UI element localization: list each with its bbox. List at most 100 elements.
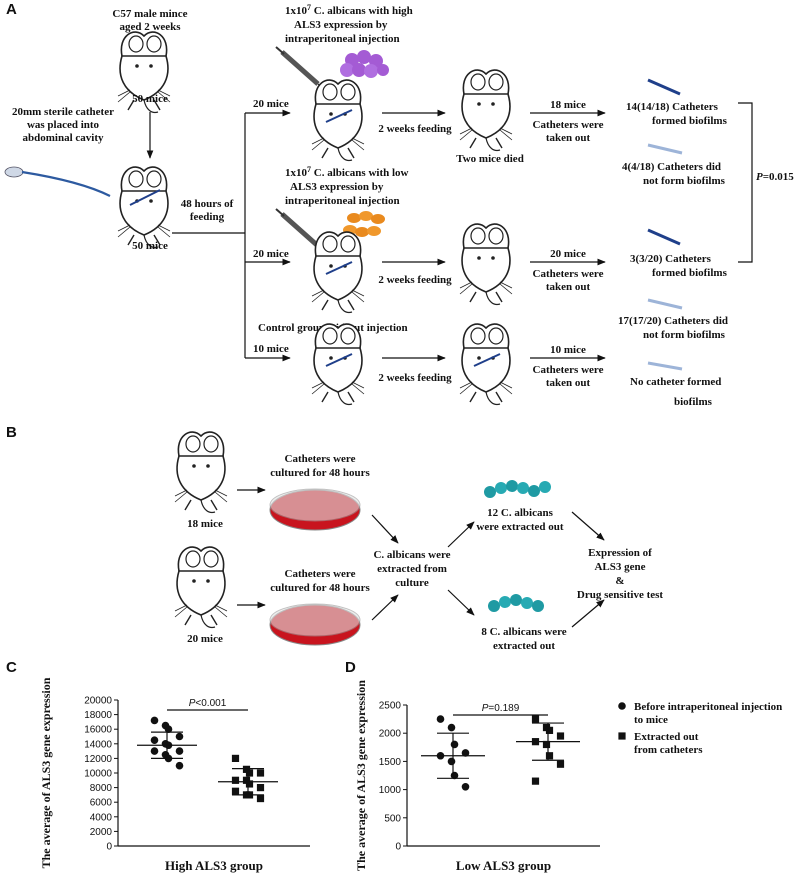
low-inject-line2: ALS3 expression by xyxy=(290,181,384,193)
y-tick-label: 1000 xyxy=(379,785,402,796)
two-weeks-high: 2 weeks feeding xyxy=(378,123,452,135)
data-point-circle xyxy=(175,732,184,741)
n50-bottom: 50 mice xyxy=(132,240,168,252)
cultured-bottom-line1: Catheters were xyxy=(285,568,356,580)
catheter-line xyxy=(325,353,353,367)
petri-dish-icon xyxy=(269,488,361,531)
extracted-culture-line1: C. albicans were xyxy=(373,549,450,561)
high-als3-cells-icon xyxy=(340,50,389,78)
c-albicans-cells-icon xyxy=(488,594,544,612)
mice-origin-line2: aged 2 weeks xyxy=(119,21,181,33)
data-point-square xyxy=(256,769,265,777)
b-n18: 18 mice xyxy=(187,518,223,530)
res-ctrl-line1: No catheter formed xyxy=(630,376,721,388)
data-point-square xyxy=(531,715,540,723)
expression-line4: Drug sensitive test xyxy=(577,589,663,601)
n20-high: 20 mice xyxy=(253,98,289,110)
mouse-icon xyxy=(117,166,171,249)
taken-out-high-line1: Catheters were xyxy=(533,119,604,131)
expression-line1: Expression of xyxy=(588,547,652,559)
data-point-circle xyxy=(150,736,159,744)
arrow xyxy=(371,594,399,621)
biofilm-catheter xyxy=(647,228,681,246)
petri-dish-icon xyxy=(269,603,361,646)
expression-line2: ALS3 gene xyxy=(594,561,645,573)
high-inject-line3: intraperitoneal injection xyxy=(285,33,400,45)
data-point-circle xyxy=(461,749,470,757)
clean-catheter xyxy=(647,143,683,155)
legend-marker-circle xyxy=(618,702,626,710)
p-bracket xyxy=(738,102,753,263)
chart-c: 0200040006000800010000120001400016000180… xyxy=(39,677,310,873)
extracted-culture-line3: culture xyxy=(395,577,429,589)
feeding48-line1: 48 hours of xyxy=(181,198,234,210)
data-point-square xyxy=(556,732,565,740)
c12-line2: were extracted out xyxy=(476,521,563,533)
data-point-square xyxy=(531,777,540,785)
y-tick-label: 10000 xyxy=(84,769,112,780)
panel-c-label: C xyxy=(6,659,17,676)
mouse-icon xyxy=(459,323,513,406)
arrow xyxy=(447,521,475,548)
n20-out: 20 mice xyxy=(550,248,586,260)
arrow xyxy=(447,589,475,616)
data-point-square xyxy=(545,726,554,734)
data-point-square xyxy=(231,754,240,762)
high-inject-line2: ALS3 expression by xyxy=(294,19,388,31)
y-tick-label: 2000 xyxy=(90,827,113,838)
catheter-line xyxy=(325,261,353,275)
c12-line1: 12 C. albicans xyxy=(487,507,553,519)
taken-out-control-line2: taken out xyxy=(546,377,591,389)
extracted-culture-line2: extracted from xyxy=(377,563,447,575)
y-tick-label: 0 xyxy=(395,842,401,853)
y-tick-label: 1500 xyxy=(379,757,402,768)
catheter-text-line2: was placed into xyxy=(27,119,100,131)
res-low-no-line1: 17(17/20) Catheters did xyxy=(618,315,728,327)
catheter-line xyxy=(325,109,353,123)
y-tick-label: 20000 xyxy=(84,696,112,707)
data-point-square xyxy=(245,780,254,788)
low-als3-cells-icon xyxy=(343,211,385,237)
two-weeks-low: 2 weeks feeding xyxy=(378,274,452,286)
taken-out-low-line2: taken out xyxy=(546,281,591,293)
c8-line1: 8 C. albicans were xyxy=(481,626,566,638)
cultured-bottom-line2: cultured for 48 hours xyxy=(270,582,370,594)
data-point-circle xyxy=(175,747,184,755)
n10-control: 10 mice xyxy=(253,343,289,355)
clean-catheter xyxy=(647,361,683,371)
y-axis-label: The average of ALS3 gene expression xyxy=(39,677,53,868)
n10-out: 10 mice xyxy=(550,344,586,356)
panel-a-label: A xyxy=(6,1,17,18)
res-high-yes-line1: 14(14/18) Catheters xyxy=(626,101,719,113)
taken-out-high-line2: taken out xyxy=(546,132,591,144)
catheter-line xyxy=(473,353,501,367)
two-mice-died: Two mice died xyxy=(456,153,524,165)
p-letter: P xyxy=(189,698,196,709)
y-tick-label: 12000 xyxy=(84,754,112,765)
y-tick-label: 6000 xyxy=(90,798,113,809)
y-tick-label: 4000 xyxy=(90,812,113,823)
p-value-label: P<0.001 xyxy=(189,698,227,709)
high-inject-line1: 1x107 C. albicans with high xyxy=(285,3,413,18)
p-value-label: P=0.189 xyxy=(482,703,520,714)
clean-catheter xyxy=(647,298,683,310)
data-point-square xyxy=(231,776,240,784)
data-point-square xyxy=(242,765,251,773)
legend-marker-square xyxy=(618,732,626,740)
data-point-square xyxy=(542,740,551,749)
y-tick-label: 500 xyxy=(384,813,401,824)
mouse-icon xyxy=(174,546,228,629)
data-point-circle xyxy=(450,740,459,749)
n18-out: 18 mice xyxy=(550,99,586,111)
arrow xyxy=(371,514,399,544)
mouse-icon xyxy=(174,431,228,514)
data-point-square xyxy=(256,794,265,803)
y-tick-label: 18000 xyxy=(84,710,112,721)
data-point-circle xyxy=(175,761,184,770)
taken-out-low-line1: Catheters were xyxy=(533,268,604,280)
y-tick-label: 2000 xyxy=(379,729,402,740)
data-point-square xyxy=(242,776,251,784)
